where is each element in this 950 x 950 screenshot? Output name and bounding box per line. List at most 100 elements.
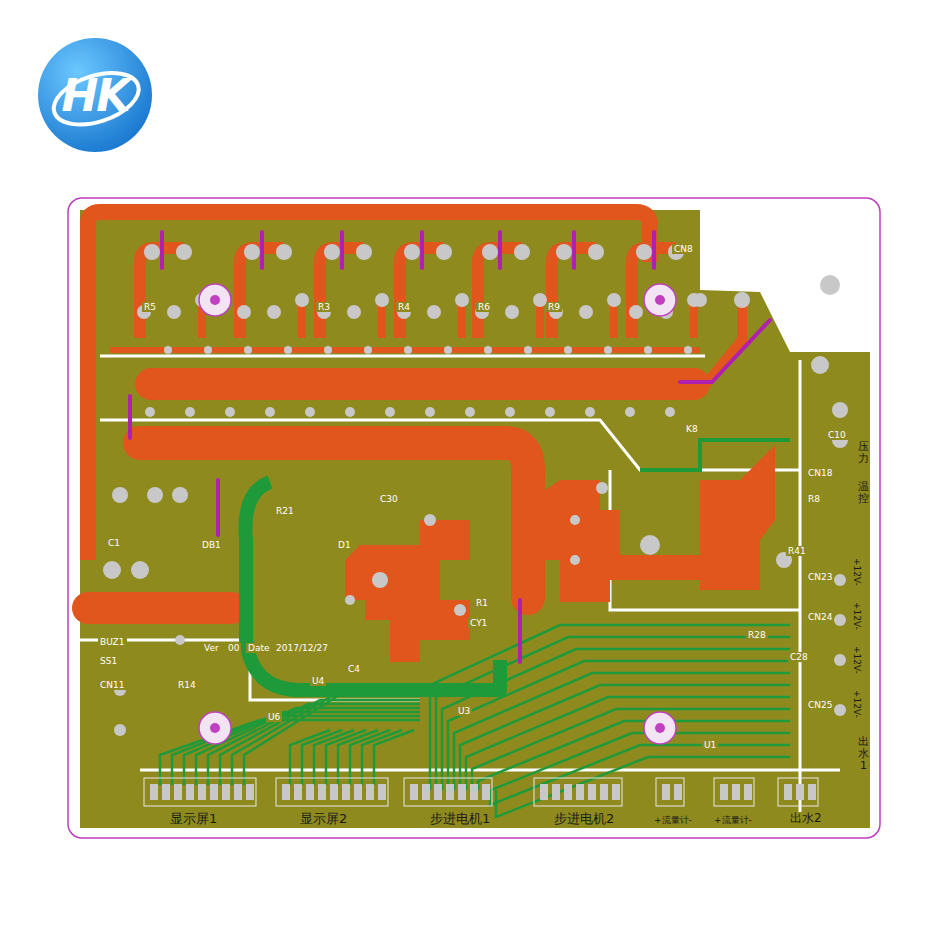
signal-trace <box>326 730 366 785</box>
solder-pad <box>579 305 593 319</box>
solder-pad <box>372 572 388 588</box>
mounting-hole <box>199 284 231 316</box>
signal-trace <box>290 730 330 785</box>
connector-pin <box>808 784 816 800</box>
jumper-wires <box>130 320 770 662</box>
jumper-wire <box>652 232 656 268</box>
connector-pin <box>600 784 608 800</box>
isolation-gap <box>100 355 705 358</box>
solder-pad <box>114 724 126 736</box>
solder-pad <box>505 305 519 319</box>
connector-outline <box>534 778 622 806</box>
solder-pad <box>176 244 192 260</box>
solder-pad <box>276 244 292 260</box>
solder-pad <box>607 293 621 307</box>
signal-trace <box>374 730 414 785</box>
connector-pin <box>662 784 670 800</box>
component-label: R6 <box>476 302 492 312</box>
solder-pad <box>185 407 195 417</box>
connector-label: 温控 <box>857 480 870 506</box>
solder-pad <box>505 407 515 417</box>
solder-pad <box>436 244 452 260</box>
jumper-wire <box>680 320 770 382</box>
copper-area <box>345 520 470 662</box>
component-label: CN25 <box>806 700 834 710</box>
component-label: CN18 <box>806 468 834 478</box>
solder-pad <box>514 244 530 260</box>
solder-pad <box>167 305 181 319</box>
solder-pad <box>244 346 252 354</box>
component-label: R9 <box>546 302 562 312</box>
solder-pad <box>684 346 692 354</box>
solder-pad <box>564 346 572 354</box>
connector-pin <box>318 784 326 800</box>
connector-pin <box>306 784 314 800</box>
connector-pin <box>744 784 752 800</box>
component-label: C1 <box>106 538 122 548</box>
signal-trace <box>244 692 420 785</box>
solder-pad <box>545 407 555 417</box>
connector-pin <box>330 784 338 800</box>
solder-pad <box>693 293 707 307</box>
solder-pad <box>345 595 355 605</box>
connector-outline <box>778 778 818 806</box>
connector-pin <box>378 784 386 800</box>
signal-trace <box>430 625 790 790</box>
solder-pad <box>404 346 412 354</box>
solder-pad <box>524 346 532 354</box>
component-label: R3 <box>316 302 332 312</box>
connector-pin <box>470 784 478 800</box>
component-label: C4 <box>346 664 362 674</box>
solder-pad <box>425 407 435 417</box>
signal-trace <box>232 696 420 785</box>
solder-pad <box>596 482 608 494</box>
solder-pad <box>204 346 212 354</box>
connector-pin <box>588 784 596 800</box>
solder-pad <box>734 292 750 308</box>
solder-pad <box>267 305 281 319</box>
component-label: U1 <box>702 740 718 750</box>
power-trace <box>110 347 700 353</box>
logo-badge: HK <box>37 37 153 153</box>
solder-pad <box>164 346 172 354</box>
signal-trace <box>496 757 790 817</box>
connector-label: +流量计- <box>712 815 754 825</box>
generated-parts <box>103 232 848 817</box>
connector-pin <box>234 784 242 800</box>
board-outline <box>68 198 880 838</box>
solder-pad <box>834 574 846 586</box>
solder-pad <box>364 346 372 354</box>
component-label: CN11 <box>98 680 126 690</box>
connector-pin <box>186 784 194 800</box>
component-label: D1 <box>336 540 353 550</box>
solder-pad <box>144 244 160 260</box>
solder-pad <box>424 514 436 526</box>
jumper-wire <box>518 600 522 662</box>
component-label: CN23 <box>806 572 834 582</box>
connector-label: 步进电机2 <box>552 812 616 827</box>
signal-trace <box>460 685 790 790</box>
connector-pin <box>458 784 466 800</box>
solder-pad <box>604 346 612 354</box>
solder-pad <box>644 346 652 354</box>
component-label: R5 <box>142 302 158 312</box>
component-label: 00 <box>226 643 241 653</box>
signal-trace <box>466 697 790 790</box>
signal-trace <box>338 730 378 785</box>
signal-trace <box>362 730 402 785</box>
component-label: BUZ1 <box>98 637 127 647</box>
component-label: CY1 <box>468 618 489 628</box>
component-label: R8 <box>806 494 822 504</box>
solder-pad <box>147 487 163 503</box>
mounting-hole <box>644 712 676 744</box>
solder-pad <box>665 407 675 417</box>
connector-pin <box>434 784 442 800</box>
connector-pin <box>410 784 418 800</box>
connector-pin <box>210 784 218 800</box>
connector-pin <box>198 784 206 800</box>
connector-pin <box>552 784 560 800</box>
solder-pad <box>427 305 441 319</box>
logo-text: HK <box>62 70 129 121</box>
solder-pad <box>832 402 848 418</box>
